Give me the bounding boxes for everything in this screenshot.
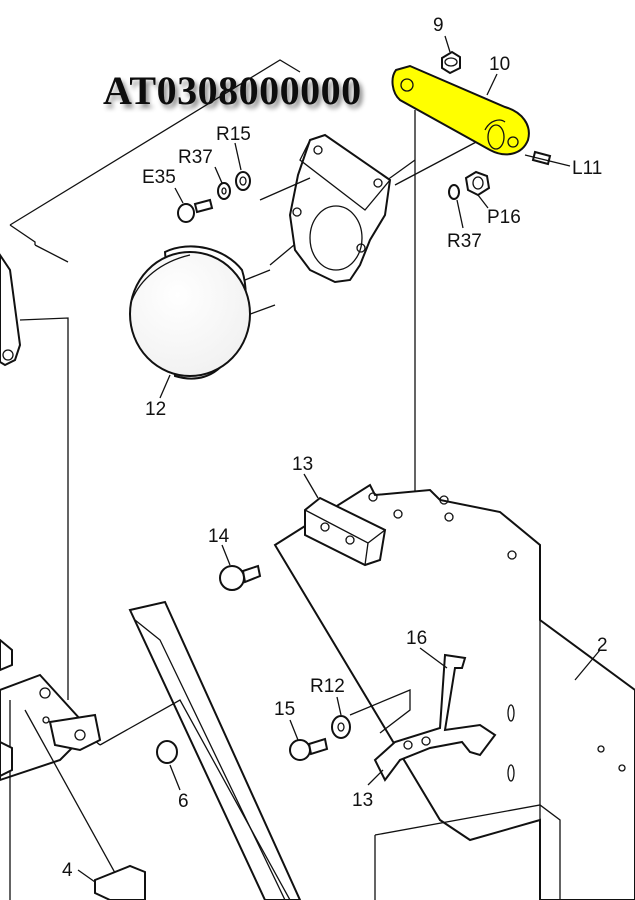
callout-R37-right: R37	[447, 231, 482, 252]
leader-lines	[77, 35, 601, 883]
callout-15: 15	[274, 699, 295, 720]
callout-6: 6	[178, 791, 189, 812]
left-upper-part	[0, 253, 22, 367]
callout-13-upper: 13	[292, 454, 313, 475]
callout-P16: P16	[487, 207, 521, 228]
part-number-title: AT0308000000	[103, 68, 362, 113]
callout-10: 10	[489, 54, 510, 75]
motor-bracket	[288, 133, 392, 284]
callout-R15: R15	[216, 124, 251, 145]
callout-L11: L11	[572, 158, 602, 179]
callout-labels: 9 10 L11 P16 R37 R37 R15 E35 12 13 14 16…	[62, 15, 608, 881]
motor-12	[129, 245, 276, 380]
callout-16: 16	[406, 628, 427, 649]
bracket-16-assembly	[373, 653, 497, 782]
callout-R37-left: R37	[178, 147, 213, 168]
callout-E35: E35	[142, 167, 176, 188]
highlighted-part-10	[391, 64, 530, 156]
callout-2: 2	[597, 635, 608, 656]
callout-12: 12	[145, 399, 166, 420]
callout-14: 14	[208, 526, 230, 547]
callout-4: 4	[62, 860, 73, 881]
block-13-upper	[304, 496, 387, 567]
lower-left-plate	[0, 600, 302, 900]
callout-R12: R12	[310, 676, 345, 697]
callout-13-lower: 13	[352, 790, 373, 811]
fasteners	[94, 50, 552, 900]
bracket-plate-2	[273, 483, 635, 900]
callout-9: 9	[433, 15, 444, 36]
